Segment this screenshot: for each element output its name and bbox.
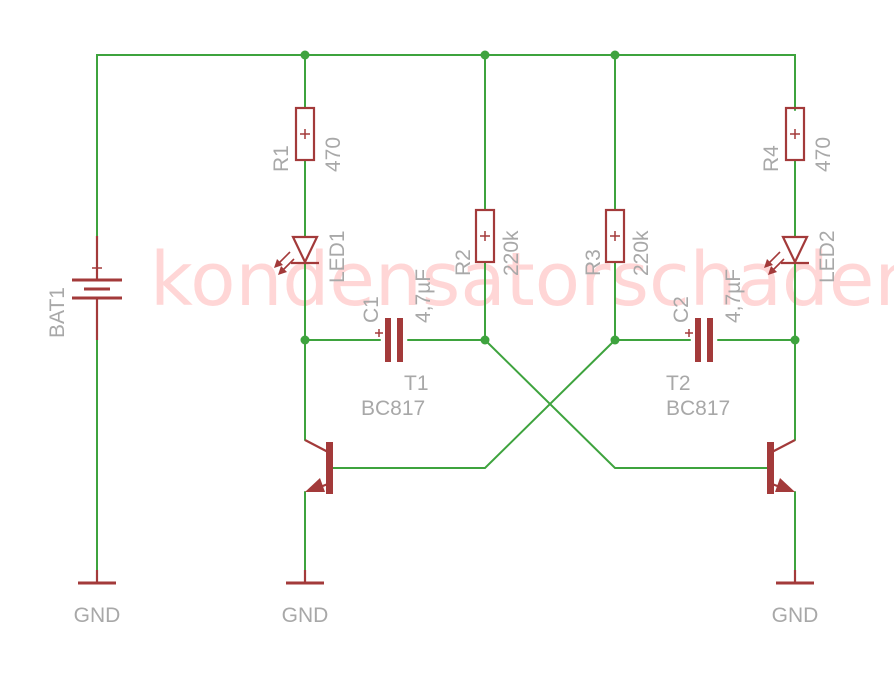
c1-label: C1 bbox=[360, 296, 383, 323]
ground-label: GND bbox=[282, 604, 329, 627]
junction-dot bbox=[790, 335, 800, 345]
battery-bat1: BAT1 bbox=[46, 236, 122, 340]
c2-value: 4,7µF bbox=[722, 269, 745, 323]
c1-value: 4,7µF bbox=[412, 269, 435, 323]
r3-value: 220k bbox=[630, 230, 653, 276]
transistor-t2: T2 BC817 bbox=[666, 372, 796, 494]
c2-label: C2 bbox=[670, 296, 693, 323]
led1-label: LED1 bbox=[326, 230, 349, 283]
t2-base-cross-wire bbox=[484, 339, 771, 469]
npn-transistor-icon bbox=[767, 442, 774, 494]
r4-value: 470 bbox=[812, 137, 835, 172]
junction-dot bbox=[480, 335, 490, 345]
r1-label: R1 bbox=[270, 145, 293, 172]
ground-symbol-t1: GND bbox=[282, 570, 329, 627]
t1-value: BC817 bbox=[361, 397, 425, 420]
battery-label: BAT1 bbox=[46, 287, 69, 338]
r2-value: 220k bbox=[500, 230, 523, 276]
diode-icon bbox=[291, 235, 319, 265]
resistor-r2: R2 220k bbox=[452, 208, 523, 276]
junction-dot bbox=[300, 50, 310, 60]
junction-dot bbox=[480, 50, 490, 60]
ground-label: GND bbox=[74, 604, 121, 627]
t1-base-cross-wire bbox=[329, 339, 616, 469]
resistor-r3: R3 220k bbox=[582, 208, 653, 276]
junction-dot bbox=[300, 335, 310, 345]
r2-label: R2 bbox=[452, 249, 475, 276]
junction-dot bbox=[610, 335, 620, 345]
transistor-t1: T1 BC817 bbox=[304, 372, 429, 494]
t1-label: T1 bbox=[404, 372, 429, 395]
diode-icon bbox=[781, 235, 809, 265]
led2-label: LED2 bbox=[816, 230, 839, 283]
ground-symbol-battery: GND bbox=[74, 570, 121, 627]
ground-label: GND bbox=[772, 604, 819, 627]
wires bbox=[96, 54, 796, 571]
npn-transistor-icon bbox=[326, 442, 333, 494]
resistor-r1: R1 470 bbox=[270, 106, 345, 172]
capacitor-c1: C1 4,7µF bbox=[360, 269, 435, 362]
ground-symbol-t2: GND bbox=[772, 570, 819, 627]
r1-value: 470 bbox=[322, 137, 345, 172]
resistor-r4: R4 470 bbox=[760, 106, 835, 172]
capacitor-c2: C2 4,7µF bbox=[670, 269, 745, 362]
t2-label: T2 bbox=[666, 372, 691, 395]
led-led1: LED1 bbox=[274, 230, 349, 283]
junctions bbox=[300, 50, 800, 345]
watermark-text: kondensatorschaden bbox=[150, 237, 894, 323]
r4-label: R4 bbox=[760, 145, 783, 172]
r3-label: R3 bbox=[582, 249, 605, 276]
led-led2: LED2 bbox=[764, 230, 839, 283]
junction-dot bbox=[610, 50, 620, 60]
supply-rail bbox=[96, 54, 796, 281]
t2-value: BC817 bbox=[666, 397, 730, 420]
